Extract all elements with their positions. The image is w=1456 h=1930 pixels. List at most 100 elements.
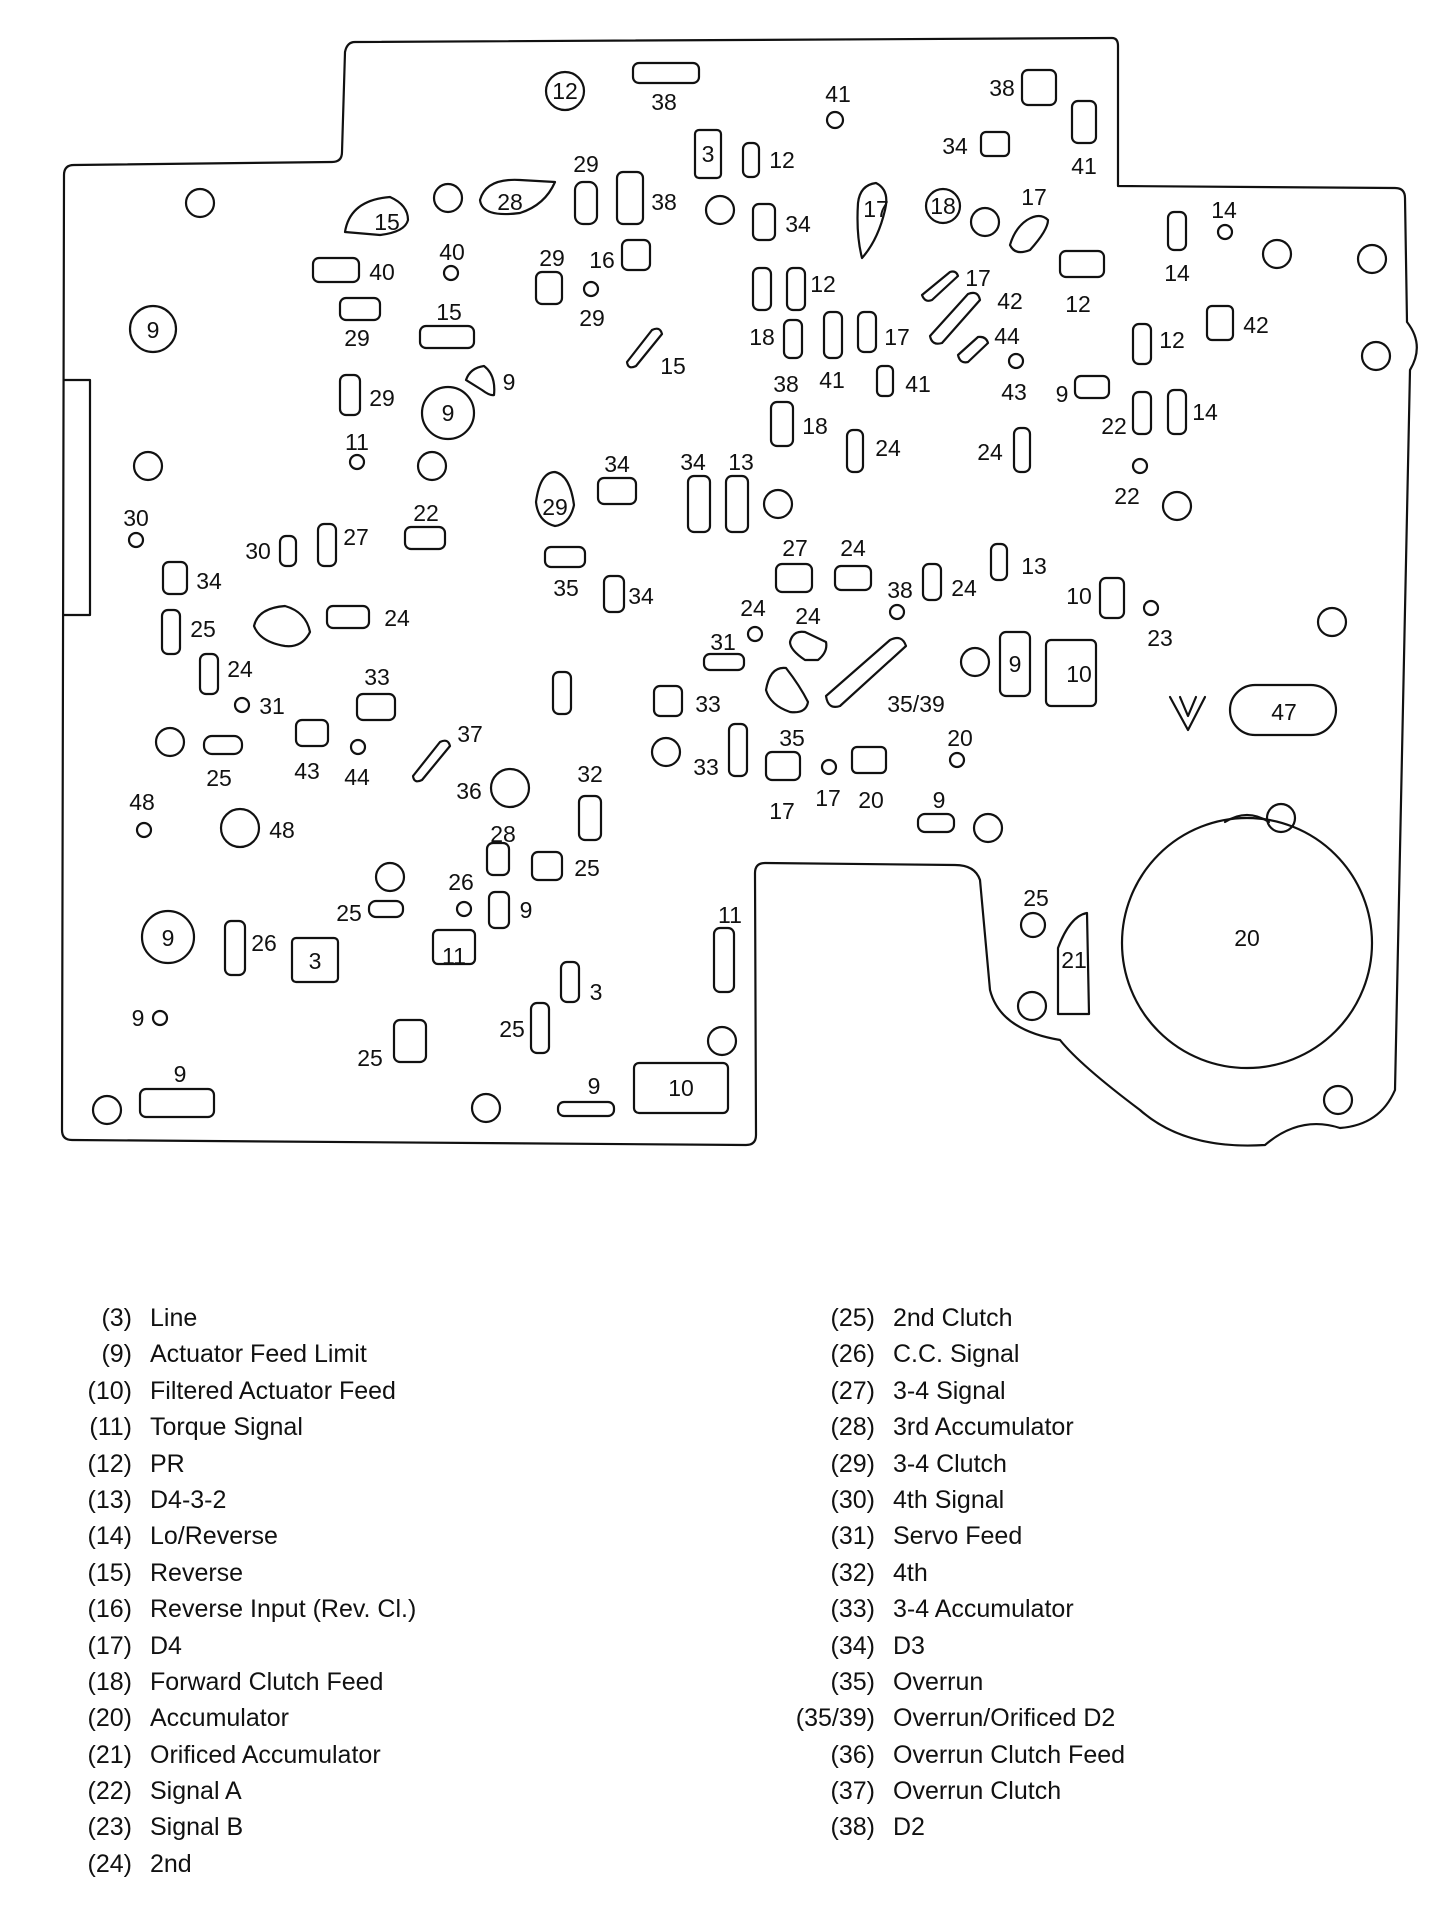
legend-item: (36)Overrun Clutch Feed bbox=[775, 1737, 1126, 1773]
legend-name: Overrun Clutch bbox=[893, 1777, 1062, 1806]
hole bbox=[820, 758, 838, 776]
legend-name: Signal B bbox=[150, 1813, 244, 1842]
passage bbox=[956, 335, 990, 364]
hole bbox=[1360, 340, 1392, 372]
hole bbox=[442, 264, 460, 282]
hole bbox=[746, 625, 764, 643]
passage bbox=[478, 178, 557, 216]
callout-label: 24 bbox=[740, 595, 766, 621]
legend-name: 3-4 Signal bbox=[893, 1376, 1006, 1405]
callout-label: 35 bbox=[779, 725, 805, 751]
callout-label: 25 bbox=[357, 1045, 383, 1071]
passage bbox=[530, 850, 564, 882]
callout-label: 29 bbox=[344, 325, 370, 351]
legend-code: (34) bbox=[830, 1631, 875, 1660]
callout-label: 47 bbox=[1271, 699, 1297, 725]
callout-label: 29 bbox=[542, 494, 568, 520]
passage bbox=[875, 364, 895, 398]
legend-name: Overrun Clutch Feed bbox=[893, 1740, 1126, 1769]
legend-code: (12) bbox=[87, 1449, 132, 1478]
passage bbox=[278, 534, 298, 568]
callout-label: 29 bbox=[369, 385, 395, 411]
passage bbox=[631, 61, 701, 85]
hole bbox=[1007, 352, 1025, 370]
passage bbox=[1008, 214, 1050, 254]
hole bbox=[416, 450, 448, 482]
passage bbox=[343, 195, 410, 237]
callout-label: 29 bbox=[579, 305, 605, 331]
passage bbox=[727, 722, 749, 778]
legend-name: Line bbox=[150, 1304, 198, 1332]
passage bbox=[551, 670, 573, 716]
passage bbox=[1228, 683, 1338, 737]
callout-label: 25 bbox=[190, 616, 216, 642]
legend-item: (33)3-4 Accumulator bbox=[775, 1591, 1125, 1627]
callout-label: 14 bbox=[1192, 399, 1218, 425]
passage bbox=[198, 652, 220, 696]
callout-label: 41 bbox=[819, 367, 845, 393]
hole bbox=[706, 1025, 738, 1057]
callout-label: 24 bbox=[951, 575, 977, 601]
passage bbox=[367, 899, 405, 919]
legend-item: (16)Reverse Input (Rev. Cl.) bbox=[60, 1591, 417, 1627]
callout-label: 24 bbox=[795, 603, 821, 629]
passage bbox=[223, 919, 247, 977]
callout-label: 22 bbox=[1114, 483, 1140, 509]
callout-label: 9 bbox=[503, 369, 516, 395]
callout-label: 28 bbox=[497, 189, 523, 215]
hole bbox=[1131, 457, 1149, 475]
callout-label: 9 bbox=[933, 787, 946, 813]
callout-label: 38 bbox=[887, 577, 913, 603]
callout-label: 41 bbox=[1071, 153, 1097, 179]
legend-item: (20) Accumulator bbox=[60, 1700, 416, 1736]
legend-code: (32) bbox=[830, 1558, 875, 1587]
passage bbox=[1166, 210, 1188, 252]
passage bbox=[1205, 304, 1235, 342]
legend-name: Signal A bbox=[150, 1777, 242, 1806]
passage bbox=[769, 400, 795, 448]
legend-code: (20) bbox=[87, 1704, 132, 1733]
callout-label: 26 bbox=[251, 930, 277, 956]
callout-label: 3 bbox=[590, 979, 603, 1005]
passage bbox=[543, 545, 587, 569]
callout-label: 34 bbox=[604, 451, 630, 477]
callout-label: 14 bbox=[1211, 197, 1237, 223]
callout-label: 24 bbox=[977, 439, 1003, 465]
legend-code: (25) bbox=[830, 1304, 875, 1332]
legend-item: (28)3rd Accumulator bbox=[775, 1409, 1125, 1445]
passage bbox=[534, 470, 576, 528]
callout-circle bbox=[128, 304, 178, 354]
legend-name: Forward Clutch Feed bbox=[150, 1667, 384, 1696]
passage bbox=[252, 604, 312, 648]
passage bbox=[652, 684, 684, 718]
legend-name: Overrun bbox=[893, 1667, 984, 1696]
hole bbox=[470, 1092, 502, 1124]
callout-label: 24 bbox=[384, 605, 410, 631]
callout-label: 17 bbox=[884, 324, 910, 350]
callout-label: 33 bbox=[695, 691, 721, 717]
legend-code: (21) bbox=[87, 1740, 132, 1769]
passage bbox=[202, 734, 244, 756]
legend-name: Accumulator bbox=[150, 1704, 289, 1733]
legend-code: (37) bbox=[830, 1777, 875, 1806]
hole bbox=[582, 280, 600, 298]
callout-label: 12 bbox=[769, 147, 795, 173]
passage bbox=[1070, 99, 1098, 145]
passage bbox=[921, 562, 943, 602]
legend-item: (35)Overrun bbox=[775, 1664, 1125, 1700]
passage bbox=[632, 1061, 730, 1115]
plate-left-notch bbox=[62, 378, 92, 617]
hole bbox=[650, 736, 682, 768]
callout-label: 27 bbox=[343, 524, 369, 550]
legend-code: (30) bbox=[830, 1485, 875, 1514]
legend-item: (11)Torque Signal bbox=[60, 1409, 416, 1445]
legend-code: (15) bbox=[87, 1558, 132, 1587]
passage bbox=[764, 750, 802, 782]
callout-label: 13 bbox=[728, 449, 754, 475]
callout-label: 35/39 bbox=[887, 691, 945, 717]
accumulator-bore-tab bbox=[1223, 813, 1271, 824]
callout-label: 29 bbox=[573, 151, 599, 177]
callout-label: 38 bbox=[989, 75, 1015, 101]
callout-label: 20 bbox=[1234, 925, 1260, 951]
